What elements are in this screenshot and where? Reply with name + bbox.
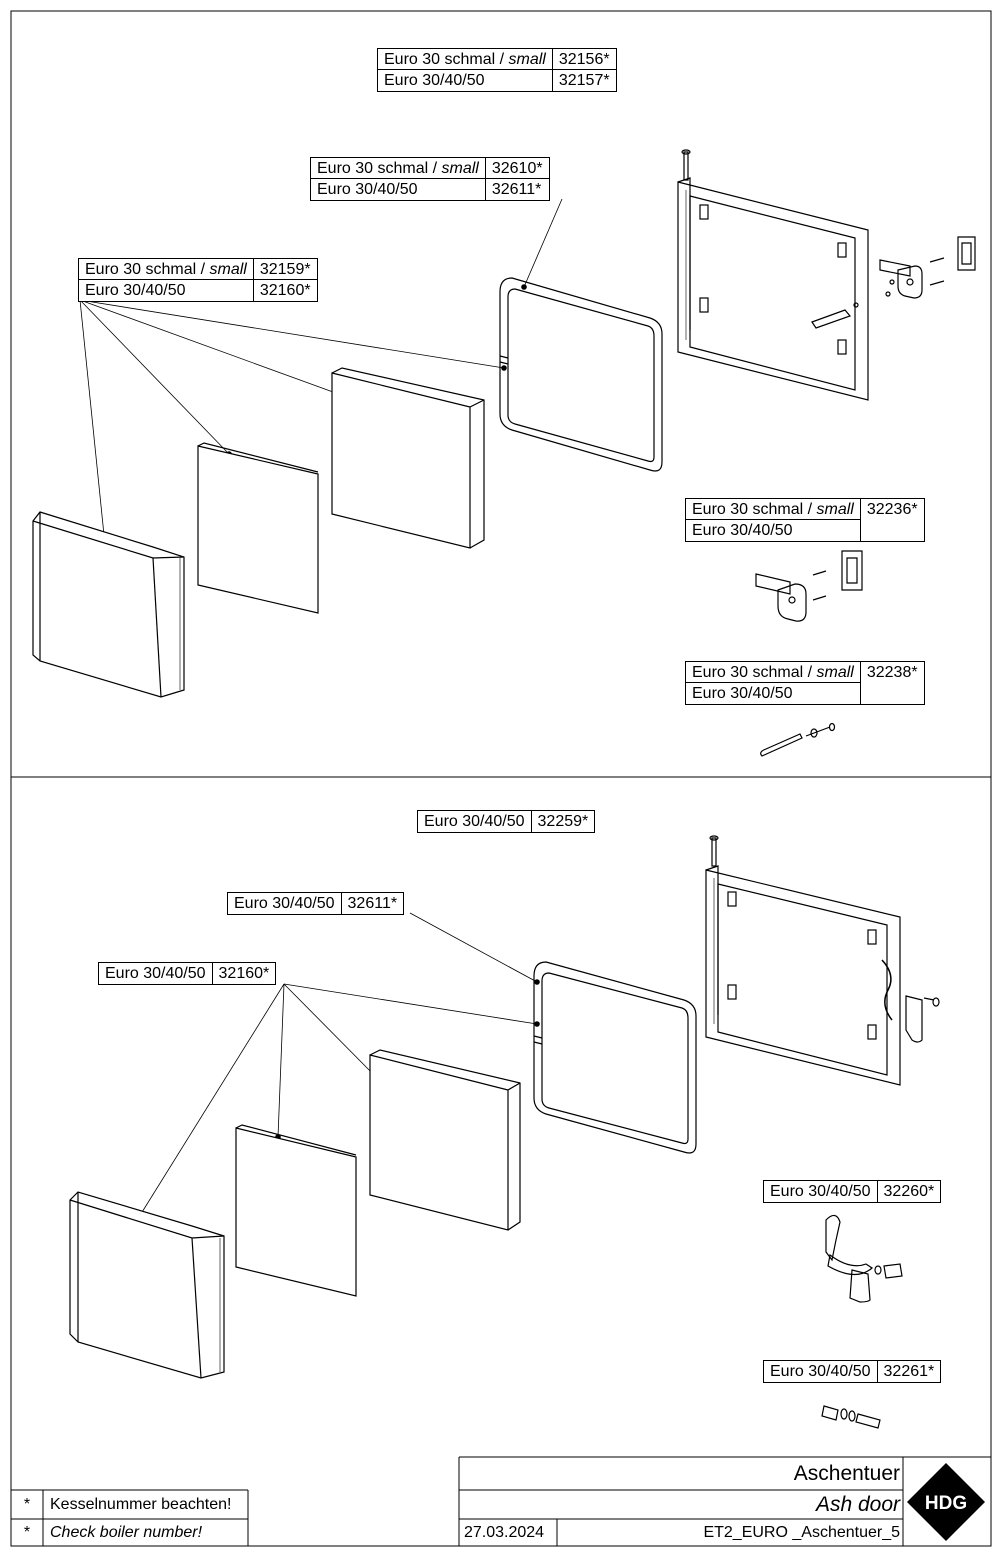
title-block-frame bbox=[11, 1456, 991, 1546]
part-label-32611: Euro 30/40/50 32611* bbox=[227, 892, 405, 915]
part-number: 32157* bbox=[558, 72, 610, 89]
title-german: Aschentuer bbox=[793, 1462, 900, 1485]
note-marker: * bbox=[23, 1496, 31, 1513]
door-cover-panel bbox=[32, 511, 185, 698]
part-number: 32259* bbox=[530, 811, 595, 832]
gasket-frame bbox=[499, 277, 663, 472]
hinge-part-32236 bbox=[755, 550, 863, 622]
note-german: Kesselnummer beachten! bbox=[50, 1496, 232, 1513]
drawing-date: 27.03.2024 bbox=[464, 1524, 545, 1541]
note-marker: * bbox=[23, 1524, 31, 1541]
part-number: 32159* bbox=[253, 259, 317, 280]
leader-lines-top bbox=[79, 198, 563, 536]
pin-part-32261 bbox=[821, 1405, 881, 1429]
part-label-32261: Euro 30/40/50 32261* bbox=[763, 1360, 942, 1383]
part-number: 32260* bbox=[876, 1181, 941, 1202]
part-number: 32160* bbox=[211, 963, 276, 984]
title-english: Ash door bbox=[815, 1493, 900, 1516]
leader-lines-bottom bbox=[138, 912, 538, 1218]
part-label-32159: Euro 30 schmal / small Euro 30/40/50 321… bbox=[78, 258, 318, 302]
part-number: 32236* bbox=[866, 501, 918, 518]
part-label-32160: Euro 30/40/50 32160* bbox=[98, 962, 277, 985]
insulation-board-thin bbox=[197, 442, 319, 614]
part-number: 32156* bbox=[552, 49, 616, 70]
part-number: 32160* bbox=[259, 282, 311, 299]
note-english: Check boiler number! bbox=[50, 1524, 203, 1541]
gasket-frame-bottom bbox=[533, 961, 697, 1154]
insulation-board-thick-bottom bbox=[369, 1049, 521, 1231]
pin-part-32238 bbox=[760, 722, 836, 757]
door-frame-bottom bbox=[705, 835, 901, 1086]
part-number: 32261* bbox=[876, 1361, 941, 1382]
sheet-frame bbox=[10, 10, 992, 1547]
hdg-logo-text: HDG bbox=[925, 1493, 967, 1514]
part-label-32610: Euro 30 schmal / small Euro 30/40/50 326… bbox=[310, 157, 550, 201]
hdg-logo: HDG bbox=[907, 1463, 985, 1541]
door-cover-panel-bottom bbox=[69, 1191, 225, 1379]
part-number: 32238* bbox=[866, 664, 918, 681]
part-number: 32611* bbox=[340, 893, 404, 914]
part-label-32156: Euro 30 schmal / small Euro 30/40/50 321… bbox=[377, 48, 617, 92]
hinge-assembly-top bbox=[879, 236, 976, 299]
part-number: 32611* bbox=[491, 181, 542, 198]
insulation-board-thick bbox=[331, 367, 485, 549]
drawing-id: ET2_EURO _Aschentuer_5 bbox=[703, 1524, 900, 1541]
part-label-32259: Euro 30/40/50 32259* bbox=[417, 810, 596, 833]
part-label-32236: Euro 30 schmal / small Euro 30/40/50 322… bbox=[685, 498, 925, 542]
latch-on-frame bbox=[905, 995, 940, 1043]
door-frame bbox=[677, 149, 869, 401]
part-label-32238: Euro 30 schmal / small Euro 30/40/50 322… bbox=[685, 661, 925, 705]
insulation-board-thin-bottom bbox=[235, 1124, 357, 1297]
part-number: 32610* bbox=[485, 158, 549, 179]
latch-part-32260 bbox=[825, 1214, 903, 1303]
part-label-32260: Euro 30/40/50 32260* bbox=[763, 1180, 942, 1203]
